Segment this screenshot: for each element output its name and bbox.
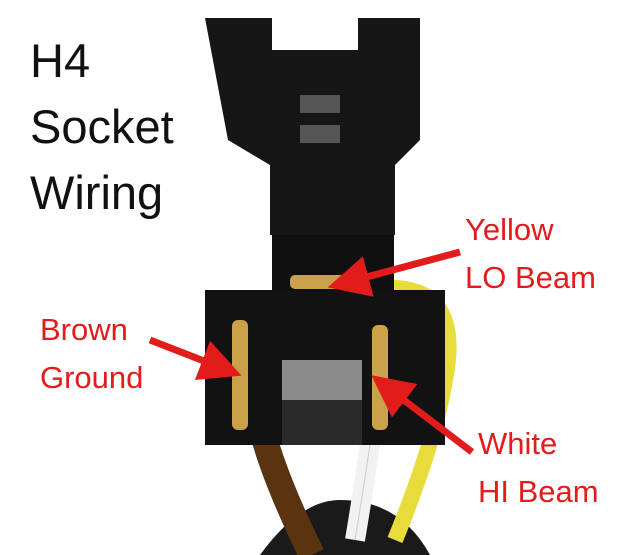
- title-line: Wiring: [30, 166, 164, 219]
- yellow-arrow: [327, 248, 461, 297]
- title-line: H4: [30, 34, 91, 87]
- title-line: Socket: [30, 100, 174, 153]
- label-line: HI Beam: [478, 474, 599, 509]
- white-arrow: [371, 375, 475, 455]
- brown-ground-label: Brown Ground: [40, 306, 143, 402]
- image-title: H4 Socket Wiring: [30, 28, 174, 226]
- label-line: White: [478, 426, 558, 461]
- label-line: Brown: [40, 312, 128, 347]
- yellow-lo-beam-label: Yellow LO Beam: [465, 206, 596, 302]
- white-hi-beam-label: White HI Beam: [478, 420, 599, 516]
- brown-arrow: [148, 336, 242, 380]
- brown-terminal: [232, 320, 248, 430]
- white-terminal: [372, 325, 388, 430]
- label-line: LO Beam: [465, 260, 596, 295]
- label-line: Yellow: [465, 212, 554, 247]
- label-line: Ground: [40, 360, 144, 395]
